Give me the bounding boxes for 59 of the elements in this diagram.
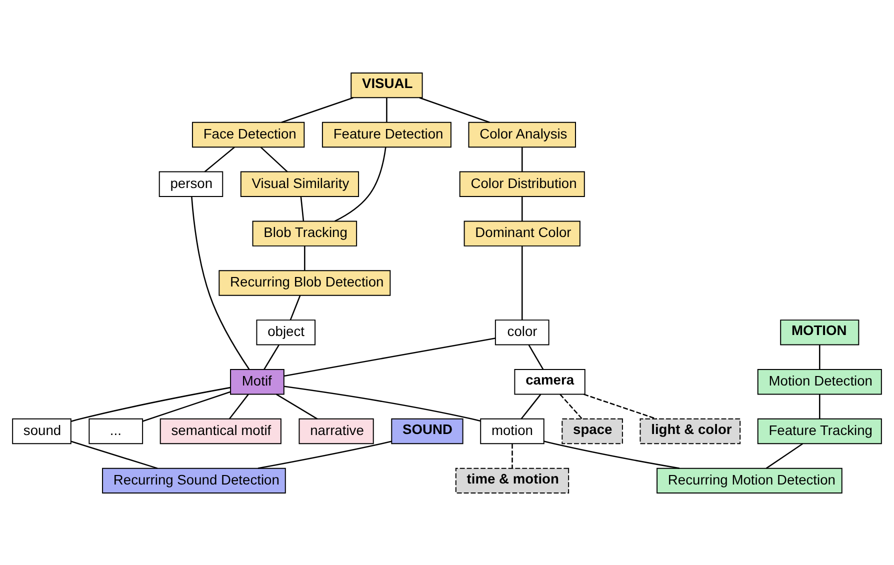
node-box: MOTION xyxy=(780,319,860,345)
connector xyxy=(528,344,544,370)
connector xyxy=(70,440,158,468)
connector xyxy=(258,440,392,468)
node-box: Color Analysis xyxy=(468,121,576,148)
connector xyxy=(520,393,542,419)
node-box: Color Distribution xyxy=(459,170,585,196)
connector xyxy=(584,393,657,419)
connector xyxy=(281,96,354,122)
node-box: Recurring Sound Detection xyxy=(102,467,286,494)
node-box: ... xyxy=(88,418,144,444)
node-box: Feature Tracking xyxy=(757,418,882,444)
connector xyxy=(819,344,820,369)
connector xyxy=(300,196,304,221)
connector xyxy=(290,294,301,320)
connector xyxy=(304,246,306,270)
node-box: Motif xyxy=(230,368,284,394)
node-box: light & color xyxy=(640,418,741,444)
node-box: motion xyxy=(480,418,544,444)
connector xyxy=(70,386,230,422)
connector xyxy=(560,393,583,419)
node-box: person xyxy=(158,170,224,196)
connector xyxy=(264,344,280,370)
node-box: VISUAL xyxy=(350,72,423,98)
node-box: SOUND xyxy=(391,418,464,444)
node-box: Visual Similarity xyxy=(240,170,360,196)
node-box: object xyxy=(256,319,316,345)
connector xyxy=(544,440,680,468)
connector xyxy=(819,394,820,418)
node-box: Recurring Blob Detection xyxy=(218,270,391,296)
connector xyxy=(334,146,386,222)
node-box: Feature Detection xyxy=(322,121,452,148)
node-box: Dominant Color xyxy=(464,220,580,246)
node-box: Recurring Motion Detection xyxy=(656,467,842,494)
node-box: time & motion xyxy=(455,467,570,494)
connector xyxy=(521,246,523,320)
connector xyxy=(284,337,496,376)
node-box: space xyxy=(562,418,623,444)
connector xyxy=(142,390,230,422)
connector xyxy=(191,196,250,370)
connector xyxy=(204,146,235,172)
node-box: Motion Detection xyxy=(757,368,882,394)
node-box: camera xyxy=(514,368,586,394)
connector xyxy=(276,393,318,419)
connector xyxy=(512,443,513,468)
connector xyxy=(386,97,388,122)
connector xyxy=(228,393,249,419)
node-box: Blob Tracking xyxy=(252,220,358,246)
node-box: color xyxy=(494,319,550,345)
connector xyxy=(766,442,804,468)
node-box: semantical motif xyxy=(160,418,282,444)
node-box: Face Detection xyxy=(192,121,305,148)
node-box: narrative xyxy=(298,418,374,444)
connector xyxy=(260,146,288,172)
node-box: sound xyxy=(12,418,72,444)
connector xyxy=(521,196,523,221)
connector xyxy=(521,146,523,172)
connector xyxy=(419,96,490,122)
connector xyxy=(284,385,481,422)
